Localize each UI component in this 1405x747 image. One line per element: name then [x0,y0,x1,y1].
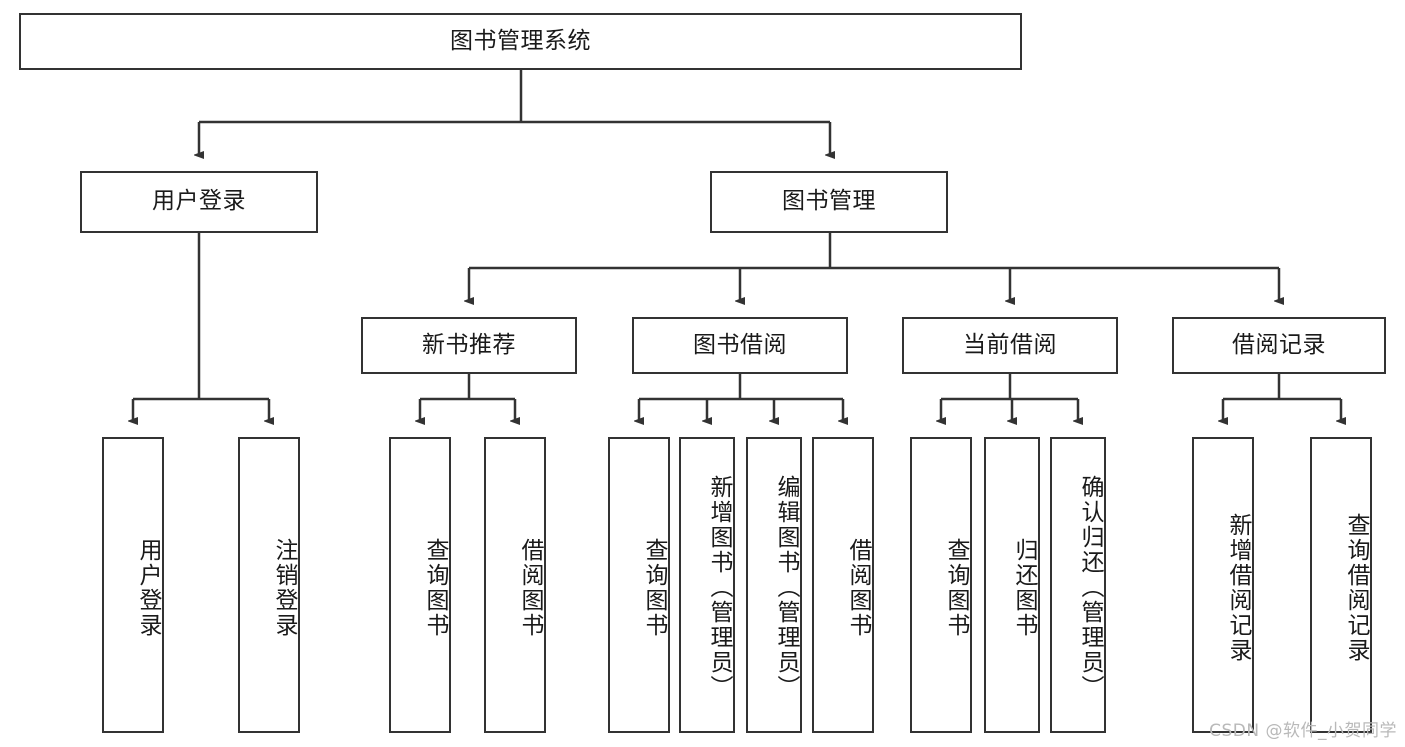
node-leaf-query-book-3[interactable]: 查询图书 [910,437,972,733]
node-leaf-confirm-return[interactable]: 确认归还（管理员） [1050,437,1106,733]
node-leaf-query-book-3-label: 查询图书 [943,538,969,638]
node-root[interactable]: 图书管理系统 [19,13,1022,70]
node-leaf-logout[interactable]: 注销登录 [238,437,300,733]
node-leaf-borrow-book-1-label: 借阅图书 [517,538,543,638]
node-current-borrow[interactable]: 当前借阅 [902,317,1118,374]
node-leaf-query-record-label: 查询借阅记录 [1343,513,1369,663]
node-leaf-add-record[interactable]: 新增借阅记录 [1192,437,1254,733]
node-leaf-borrow-book-2[interactable]: 借阅图书 [812,437,874,733]
node-leaf-borrow-book-2-label: 借阅图书 [845,538,871,638]
node-leaf-edit-book-label: 编辑图书（管理员） [773,474,799,700]
node-user-login-label: 用户登录 [152,188,246,215]
node-leaf-return-book[interactable]: 归还图书 [984,437,1040,733]
node-leaf-confirm-return-label: 确认归还（管理员） [1077,474,1103,700]
node-leaf-return-book-label: 归还图书 [1011,538,1037,638]
node-leaf-logout-label: 注销登录 [271,538,297,638]
node-current-borrow-label: 当前借阅 [963,331,1057,358]
node-leaf-query-book-2[interactable]: 查询图书 [608,437,670,733]
node-book-manage-label: 图书管理 [782,188,876,215]
node-book-borrow-label: 图书借阅 [693,331,787,358]
node-leaf-edit-book[interactable]: 编辑图书（管理员） [746,437,802,733]
node-leaf-add-book-label: 新增图书（管理员） [706,474,732,700]
node-user-login[interactable]: 用户登录 [80,171,318,233]
csdn-watermark: CSDN @软件_小贺同学 [1209,721,1397,741]
node-new-book-recommend-label: 新书推荐 [422,331,516,358]
node-leaf-query-book-1[interactable]: 查询图书 [389,437,451,733]
node-leaf-query-record[interactable]: 查询借阅记录 [1310,437,1372,733]
node-borrow-record[interactable]: 借阅记录 [1172,317,1386,374]
node-leaf-add-record-label: 新增借阅记录 [1225,513,1251,663]
node-leaf-user-login[interactable]: 用户登录 [102,437,164,733]
node-new-book-recommend[interactable]: 新书推荐 [361,317,577,374]
node-book-borrow[interactable]: 图书借阅 [632,317,848,374]
node-leaf-query-book-1-label: 查询图书 [422,538,448,638]
node-leaf-borrow-book-1[interactable]: 借阅图书 [484,437,546,733]
node-borrow-record-label: 借阅记录 [1232,331,1326,358]
node-book-manage[interactable]: 图书管理 [710,171,948,233]
node-root-label: 图书管理系统 [450,27,591,54]
node-leaf-query-book-2-label: 查询图书 [641,538,667,638]
node-leaf-user-login-label: 用户登录 [135,538,161,638]
node-leaf-add-book[interactable]: 新增图书（管理员） [679,437,735,733]
